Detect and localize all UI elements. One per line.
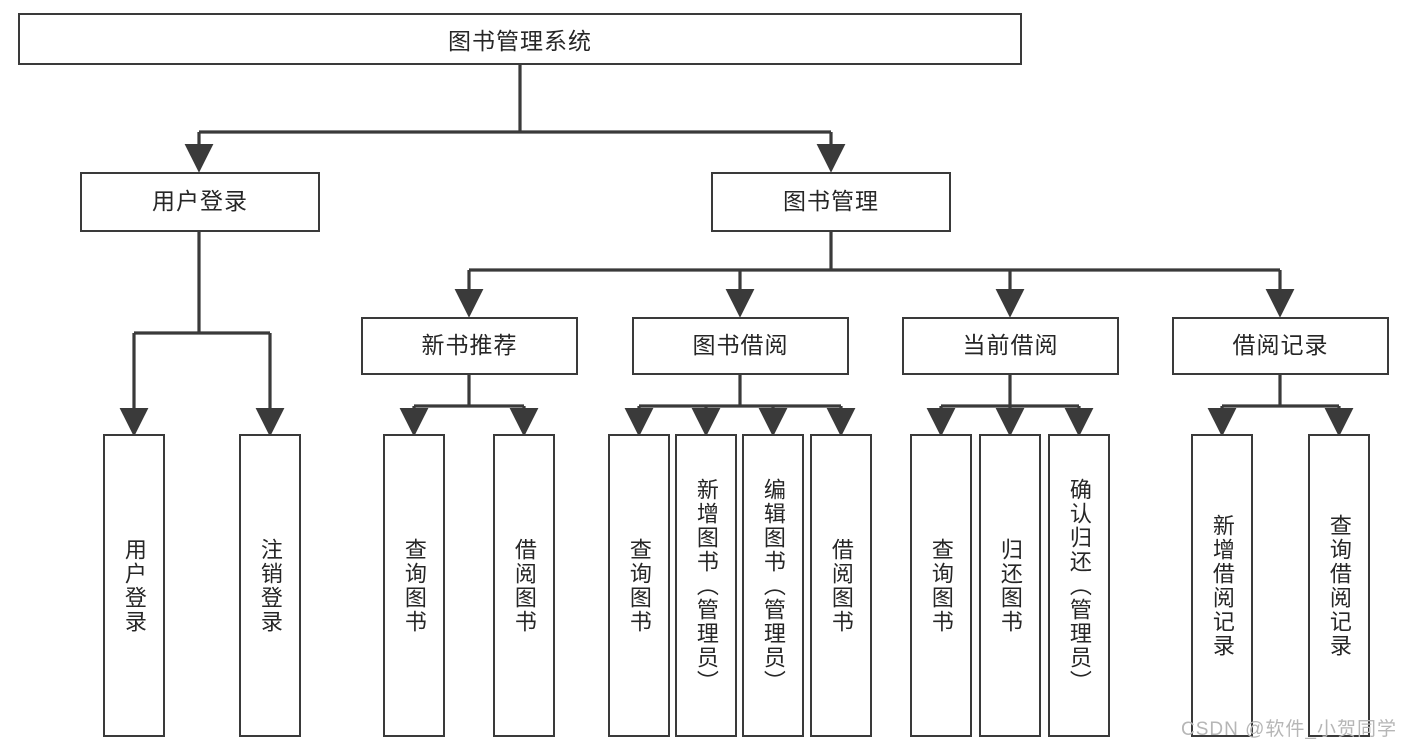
- leaf-label: 查询图书: [928, 537, 954, 634]
- leaf-label: 查询借阅记录: [1326, 513, 1352, 658]
- node-user-login-label: 用户登录: [152, 188, 248, 215]
- leaf-label: 新增图书（管理员）: [693, 477, 719, 694]
- leaf-label: 确认归还（管理员）: [1066, 477, 1092, 694]
- leaf-book-borrow-edit[interactable]: 编辑图书（管理员）: [742, 434, 804, 737]
- leaf-borrow-record-add[interactable]: 新增借阅记录: [1191, 434, 1253, 737]
- node-book-borrow[interactable]: 图书借阅: [632, 317, 849, 375]
- node-book-borrow-label: 图书借阅: [692, 332, 789, 359]
- leaf-new-book-borrow[interactable]: 借阅图书: [493, 434, 555, 737]
- leaf-label: 借阅图书: [828, 537, 854, 634]
- leaf-new-book-query[interactable]: 查询图书: [383, 434, 445, 737]
- leaf-label: 归还图书: [997, 537, 1023, 634]
- node-current-borrow-label: 当前借阅: [962, 332, 1059, 359]
- leaf-label: 新增借阅记录: [1209, 513, 1235, 658]
- node-root[interactable]: 图书管理系统: [18, 13, 1022, 65]
- node-root-label: 图书管理系统: [448, 28, 592, 54]
- node-book-manage[interactable]: 图书管理: [711, 172, 951, 232]
- leaf-book-borrow-query[interactable]: 查询图书: [608, 434, 670, 737]
- leaf-current-borrow-confirm[interactable]: 确认归还（管理员）: [1048, 434, 1110, 737]
- leaf-book-borrow-borrow[interactable]: 借阅图书: [810, 434, 872, 737]
- watermark: CSDN @软件_小贺同学: [1181, 719, 1397, 740]
- leaf-user-login-login[interactable]: 用户登录: [103, 434, 165, 737]
- node-borrow-record[interactable]: 借阅记录: [1172, 317, 1389, 375]
- node-book-manage-label: 图书管理: [783, 188, 879, 215]
- leaf-label: 查询图书: [626, 537, 652, 634]
- leaf-label: 借阅图书: [511, 537, 537, 634]
- node-current-borrow[interactable]: 当前借阅: [902, 317, 1119, 375]
- leaf-book-borrow-add[interactable]: 新增图书（管理员）: [675, 434, 737, 737]
- node-borrow-record-label: 借阅记录: [1232, 332, 1329, 359]
- node-new-book-recommend-label: 新书推荐: [421, 332, 518, 359]
- leaf-current-borrow-return[interactable]: 归还图书: [979, 434, 1041, 737]
- node-user-login[interactable]: 用户登录: [80, 172, 320, 232]
- leaf-borrow-record-query[interactable]: 查询借阅记录: [1308, 434, 1370, 737]
- leaf-user-login-logout[interactable]: 注销登录: [239, 434, 301, 737]
- leaf-label: 编辑图书（管理员）: [760, 477, 786, 694]
- node-new-book-recommend[interactable]: 新书推荐: [361, 317, 578, 375]
- leaf-current-borrow-query[interactable]: 查询图书: [910, 434, 972, 737]
- leaf-label: 注销登录: [257, 537, 283, 634]
- leaf-label: 用户登录: [121, 537, 147, 634]
- leaf-label: 查询图书: [401, 537, 427, 634]
